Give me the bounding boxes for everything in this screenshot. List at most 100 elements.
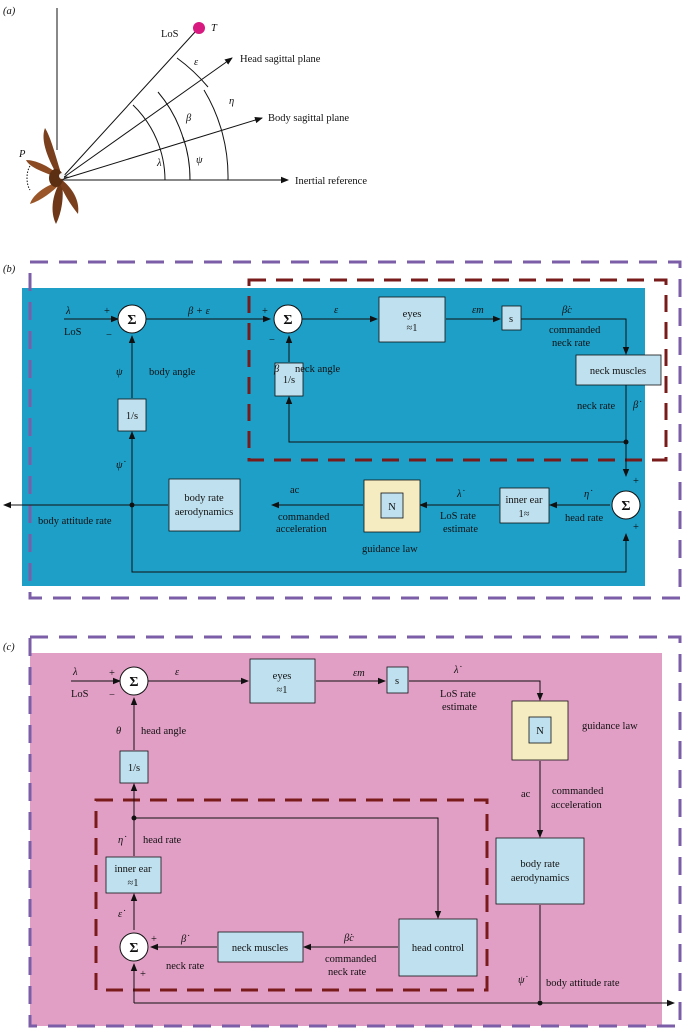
- b-beta-label: β: [273, 364, 280, 375]
- c-sum2-plus-right: +: [151, 934, 157, 945]
- c-los-rate-label: LoS rate: [440, 689, 476, 700]
- b-junction-neck: [623, 439, 629, 445]
- lambda-label: λ: [156, 158, 162, 169]
- c-neck-rate-cmd-label: neck rate: [328, 967, 367, 978]
- inertial-reference-label: Inertial reference: [295, 176, 367, 187]
- panel-c-neck-boundary: [94, 798, 489, 992]
- los-label: LoS: [161, 29, 179, 40]
- c-commanded-label: commanded: [325, 954, 377, 965]
- panel-a: (a) LoS T P Head sagittal: [3, 6, 367, 224]
- panel-a-label: (a): [3, 6, 16, 17]
- c-body-rate-aero-block: [495, 837, 585, 905]
- panel-b-label: (b): [3, 264, 16, 275]
- c-inner-ear-block: [105, 856, 162, 894]
- bird-label: P: [18, 149, 26, 160]
- panel-c-label: (c): [3, 642, 15, 653]
- b-betac-line: [521, 318, 630, 355]
- b-neck-integrator-label: 1/s: [283, 375, 295, 386]
- epsilon-arc: [176, 57, 209, 88]
- c-sum1-minus: −: [109, 690, 115, 701]
- panel-c-outer-boundary: [28, 635, 682, 1028]
- c-inner-ear-label: inner ear: [114, 864, 152, 875]
- b-eyes-label: eyes: [403, 309, 422, 320]
- b-gain-n-block: [380, 492, 404, 519]
- c-inner-ear-gain: ≈1: [127, 878, 138, 889]
- target-label: T: [211, 23, 218, 34]
- c-lambda-label: λ: [72, 667, 78, 678]
- body-sagittal-ray: [59, 116, 263, 181]
- c-lamdot-label: λ̇: [453, 665, 462, 676]
- b-los-rate-label: LoS rate: [440, 511, 476, 522]
- b-body-angle-label: body angle: [149, 367, 196, 378]
- b-body-integrator-block: [117, 398, 147, 432]
- b-sum1-minus: −: [106, 330, 112, 341]
- c-betadot-label: β̇: [180, 934, 189, 945]
- c-neck-muscles-label: neck muscles: [232, 943, 288, 954]
- b-psi-label: ψ: [116, 367, 123, 378]
- b-body-rate-aero-block: [168, 478, 241, 532]
- c-sum-1-symbol: Σ: [129, 675, 138, 690]
- b-sum3-plus-top: +: [633, 476, 639, 487]
- b-neck-rate-label: neck rate: [577, 401, 616, 412]
- b-neck-angle-label: neck angle: [295, 364, 341, 375]
- b-los-label: LoS: [64, 327, 82, 338]
- c-eyes-label: eyes: [273, 671, 292, 682]
- c-ac-label: ac: [521, 789, 531, 800]
- c-integrator-block: [119, 750, 149, 784]
- b-neck-rate-cmd-label: neck rate: [552, 338, 591, 349]
- c-guidance-law-label: guidance law: [582, 721, 638, 732]
- b-aerodynamics-label: aerodynamics: [175, 507, 233, 518]
- panel-b: (b) Σ Σ Σ eyes ≈1 s ne: [3, 260, 682, 600]
- c-sum-2-symbol: Σ: [129, 941, 138, 956]
- c-head-rate-label: head rate: [143, 835, 182, 846]
- b-commanded-label: commanded: [549, 325, 601, 336]
- b-etadot-label: η̇: [584, 489, 592, 500]
- b-body-rate-feedback-line: [131, 505, 630, 573]
- b-neck-muscles-block: [575, 354, 662, 386]
- b-s-label: s: [509, 314, 513, 325]
- c-etadot-label: η̇: [118, 835, 126, 846]
- c-gain-n-block: [528, 716, 552, 744]
- c-theta-label: θ: [116, 726, 121, 737]
- panel-c: (c) Σ Σ eyes ≈1 s N 1: [3, 635, 682, 1028]
- c-integrator-label: 1/s: [128, 763, 140, 774]
- b-guidance-law-label: guidance law: [362, 544, 418, 555]
- c-commanded-accel-label: commanded: [552, 786, 604, 797]
- b-sum-junction-1: [117, 304, 147, 334]
- b-estimate-label: estimate: [443, 524, 478, 535]
- c-sum1-plus: +: [109, 668, 115, 679]
- c-gain-n-label: N: [536, 726, 544, 737]
- b-inner-ear-gain: 1≈: [518, 509, 529, 520]
- c-lamdot-line: [409, 680, 544, 701]
- c-epsm-label: εm: [353, 668, 365, 679]
- eta-label: η: [229, 96, 234, 107]
- c-head-angle-label: head angle: [141, 726, 187, 737]
- c-sum2-plus-bottom: +: [140, 969, 146, 980]
- c-eyes-gain: ≈1: [276, 685, 287, 696]
- target-dot: [193, 22, 205, 34]
- b-sum-2-symbol: Σ: [283, 313, 292, 328]
- b-betadot-label: β̇: [632, 400, 641, 411]
- b-eyes-block: [378, 296, 446, 343]
- b-head-rate-label: head rate: [565, 513, 604, 524]
- panel-b-outer-boundary: [28, 260, 682, 600]
- b-betac-label: β̇c: [561, 305, 572, 316]
- panel-b-background: [22, 288, 645, 586]
- b-commanded-accel-label: commanded: [278, 512, 330, 523]
- b-sum2-plus: +: [262, 306, 268, 317]
- b-eps-label: ε: [334, 305, 339, 316]
- c-sum-junction-2: [119, 932, 149, 962]
- c-neck-rate-label: neck rate: [166, 961, 205, 972]
- b-sum-junction-2: [273, 304, 303, 334]
- head-sagittal-label: Head sagittal plane: [240, 54, 321, 65]
- c-sum-junction-1: [119, 666, 149, 696]
- c-eps-label: ε: [175, 667, 180, 678]
- b-acceleration-label: acceleration: [276, 524, 327, 535]
- b-s-block: [501, 305, 522, 331]
- b-inner-ear-block: [499, 487, 550, 524]
- eta-arc: [203, 89, 229, 181]
- c-aerodynamics-label: aerodynamics: [511, 873, 569, 884]
- lambda-arc: [132, 104, 166, 181]
- b-neck-feedback-line: [285, 396, 626, 443]
